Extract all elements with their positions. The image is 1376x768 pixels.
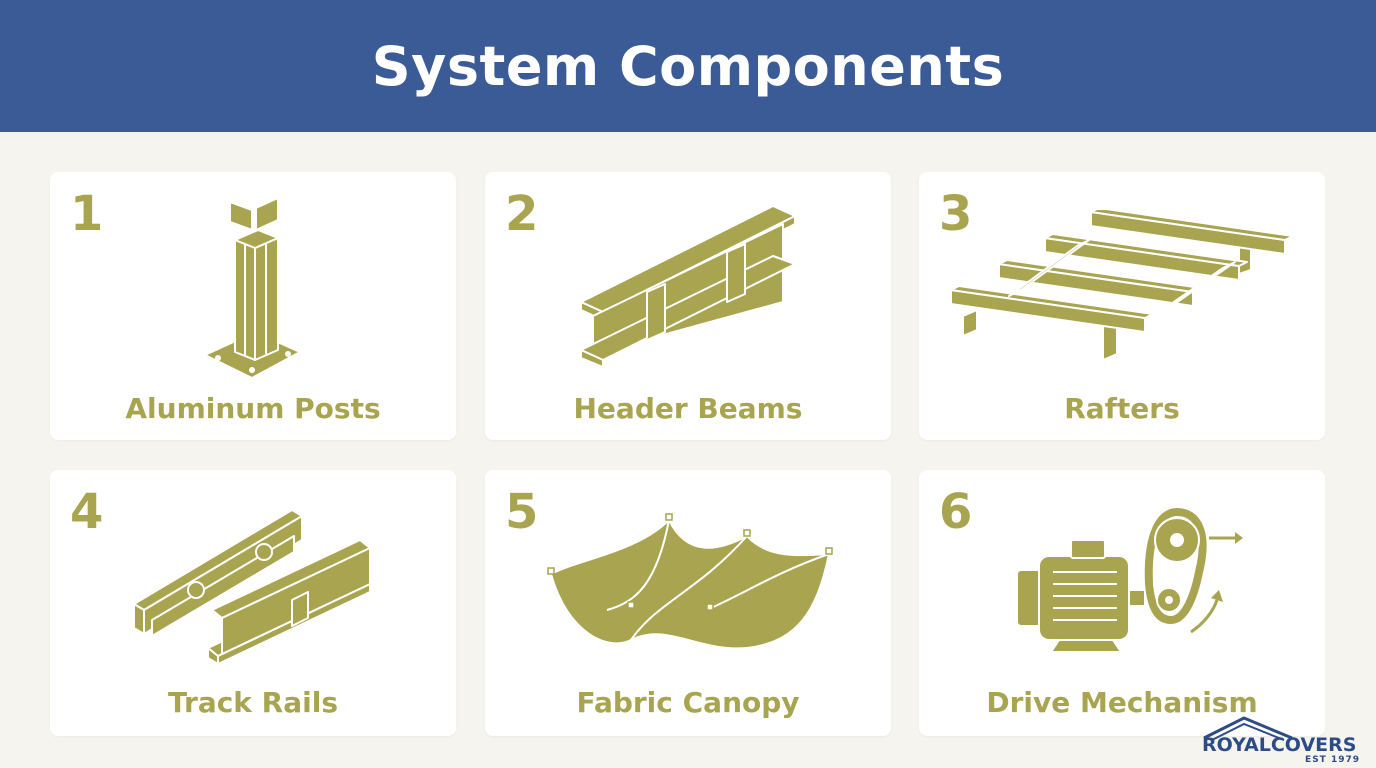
logo-est: EST 1979 bbox=[1305, 755, 1360, 765]
component-card-rafters: 3 Rafters bbox=[919, 172, 1325, 440]
component-card-fabric-canopy: 5 Fabric Canopy bbox=[485, 470, 891, 736]
component-label: Header Beams bbox=[573, 392, 803, 425]
royalcovers-logo: ROYALCOVERS EST 1979 bbox=[1192, 712, 1372, 768]
component-card-header-beams: 2 Header Beams bbox=[485, 172, 891, 440]
component-number: 5 bbox=[505, 484, 539, 540]
roof-logo-icon bbox=[1203, 716, 1293, 741]
component-card-aluminum-posts: 1 Aluminum Posts bbox=[50, 172, 456, 440]
component-label: Rafters bbox=[1064, 392, 1180, 425]
component-number: 2 bbox=[505, 186, 539, 242]
component-card-track-rails: 4 Track Rails bbox=[50, 470, 456, 736]
aluminum-post-icon bbox=[204, 197, 301, 379]
component-label: Track Rails bbox=[167, 686, 338, 719]
component-number: 1 bbox=[70, 186, 104, 242]
component-number: 6 bbox=[939, 484, 973, 540]
header-banner: System Components bbox=[0, 0, 1376, 132]
rafters-icon bbox=[950, 210, 1294, 361]
component-label: Aluminum Posts bbox=[125, 392, 381, 425]
drive-mechanism-icon bbox=[1016, 508, 1243, 653]
component-label: Drive Mechanism bbox=[986, 686, 1258, 719]
logo-wordmark: ROYALCOVERS bbox=[1202, 734, 1357, 756]
header-beam-icon bbox=[580, 205, 796, 367]
page-title: System Components bbox=[371, 34, 1005, 98]
component-card-drive-mechanism: 6 bbox=[919, 470, 1325, 736]
component-label: Fabric Canopy bbox=[576, 686, 800, 719]
fabric-canopy-icon bbox=[547, 513, 833, 650]
track-rails-icon bbox=[133, 509, 371, 664]
component-number: 3 bbox=[939, 186, 973, 242]
component-number: 4 bbox=[70, 484, 104, 540]
